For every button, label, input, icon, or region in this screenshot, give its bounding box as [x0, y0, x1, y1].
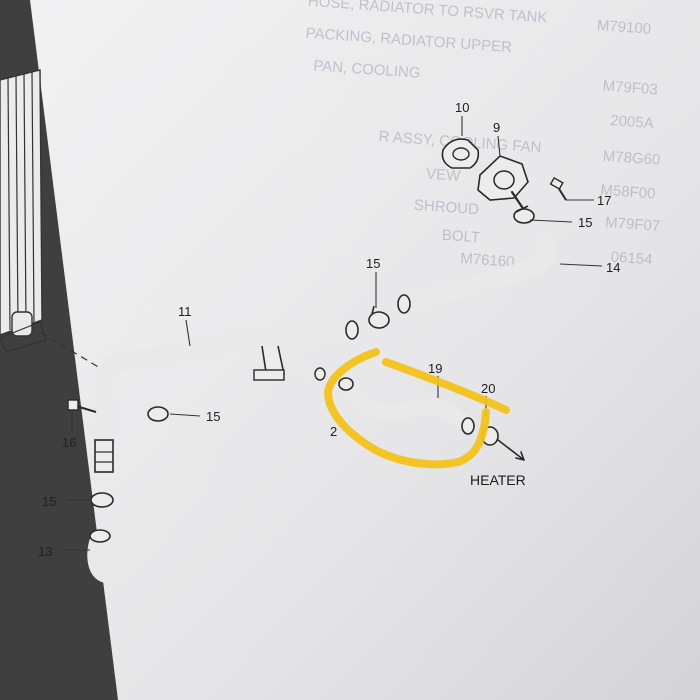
- bleed-text: 2005A: [610, 112, 654, 132]
- bleed-text: M76160: [460, 250, 515, 271]
- hose-part-13: [87, 420, 211, 583]
- part-label-11: 11: [178, 304, 192, 319]
- part-label-15: 15: [578, 215, 592, 230]
- water-pipe-part-11: [94, 320, 359, 473]
- water-outlet-part-9: [477, 155, 529, 212]
- bleed-text: SHROUD: [413, 197, 479, 219]
- part-label-2: 2: [330, 424, 337, 439]
- clamp-part-15-upper: [513, 205, 535, 224]
- paper-sheet: [30, 0, 700, 700]
- part-label-19: 19: [428, 361, 442, 376]
- bolt-part-16: [67, 399, 97, 413]
- bleed-text: M79100: [596, 17, 651, 38]
- bolt-part-17: [549, 176, 567, 201]
- bleed-text: M78G60: [602, 148, 661, 169]
- bleed-text: M79F03: [602, 78, 658, 99]
- radiator-core: [0, 69, 47, 353]
- part-label-15: 15: [206, 409, 220, 424]
- part-label-15: 15: [366, 256, 380, 271]
- hose-part-14: [395, 233, 557, 314]
- bleed-text: BOLT: [441, 227, 480, 247]
- part-label-17: 17: [597, 193, 611, 208]
- bleed-text: M58F00: [600, 182, 656, 203]
- bleed-text: 06154: [610, 249, 653, 269]
- heater-arrow: [497, 439, 525, 461]
- part-label-9: 9: [493, 120, 500, 135]
- heater-label: HEATER: [470, 472, 526, 488]
- heater-hose-part-19: [338, 376, 476, 435]
- bleed-text: M79F07: [605, 214, 661, 235]
- part-label-13: 13: [38, 544, 52, 559]
- highlight-marker-outline: [324, 348, 510, 469]
- part-label-10: 10: [455, 100, 469, 115]
- gasket-part-10: [441, 138, 480, 169]
- part-label-15: 15: [42, 494, 56, 509]
- bleed-text: VEW: [426, 165, 462, 184]
- part-label-14: 14: [606, 260, 620, 275]
- part-label-16: 16: [62, 435, 76, 450]
- clamp-part-15-lower-left: [90, 492, 114, 508]
- clamp-part-15-middle: [368, 305, 390, 329]
- clamp-part-15-lower-right: [147, 406, 169, 422]
- part-label-20: 20: [481, 381, 495, 396]
